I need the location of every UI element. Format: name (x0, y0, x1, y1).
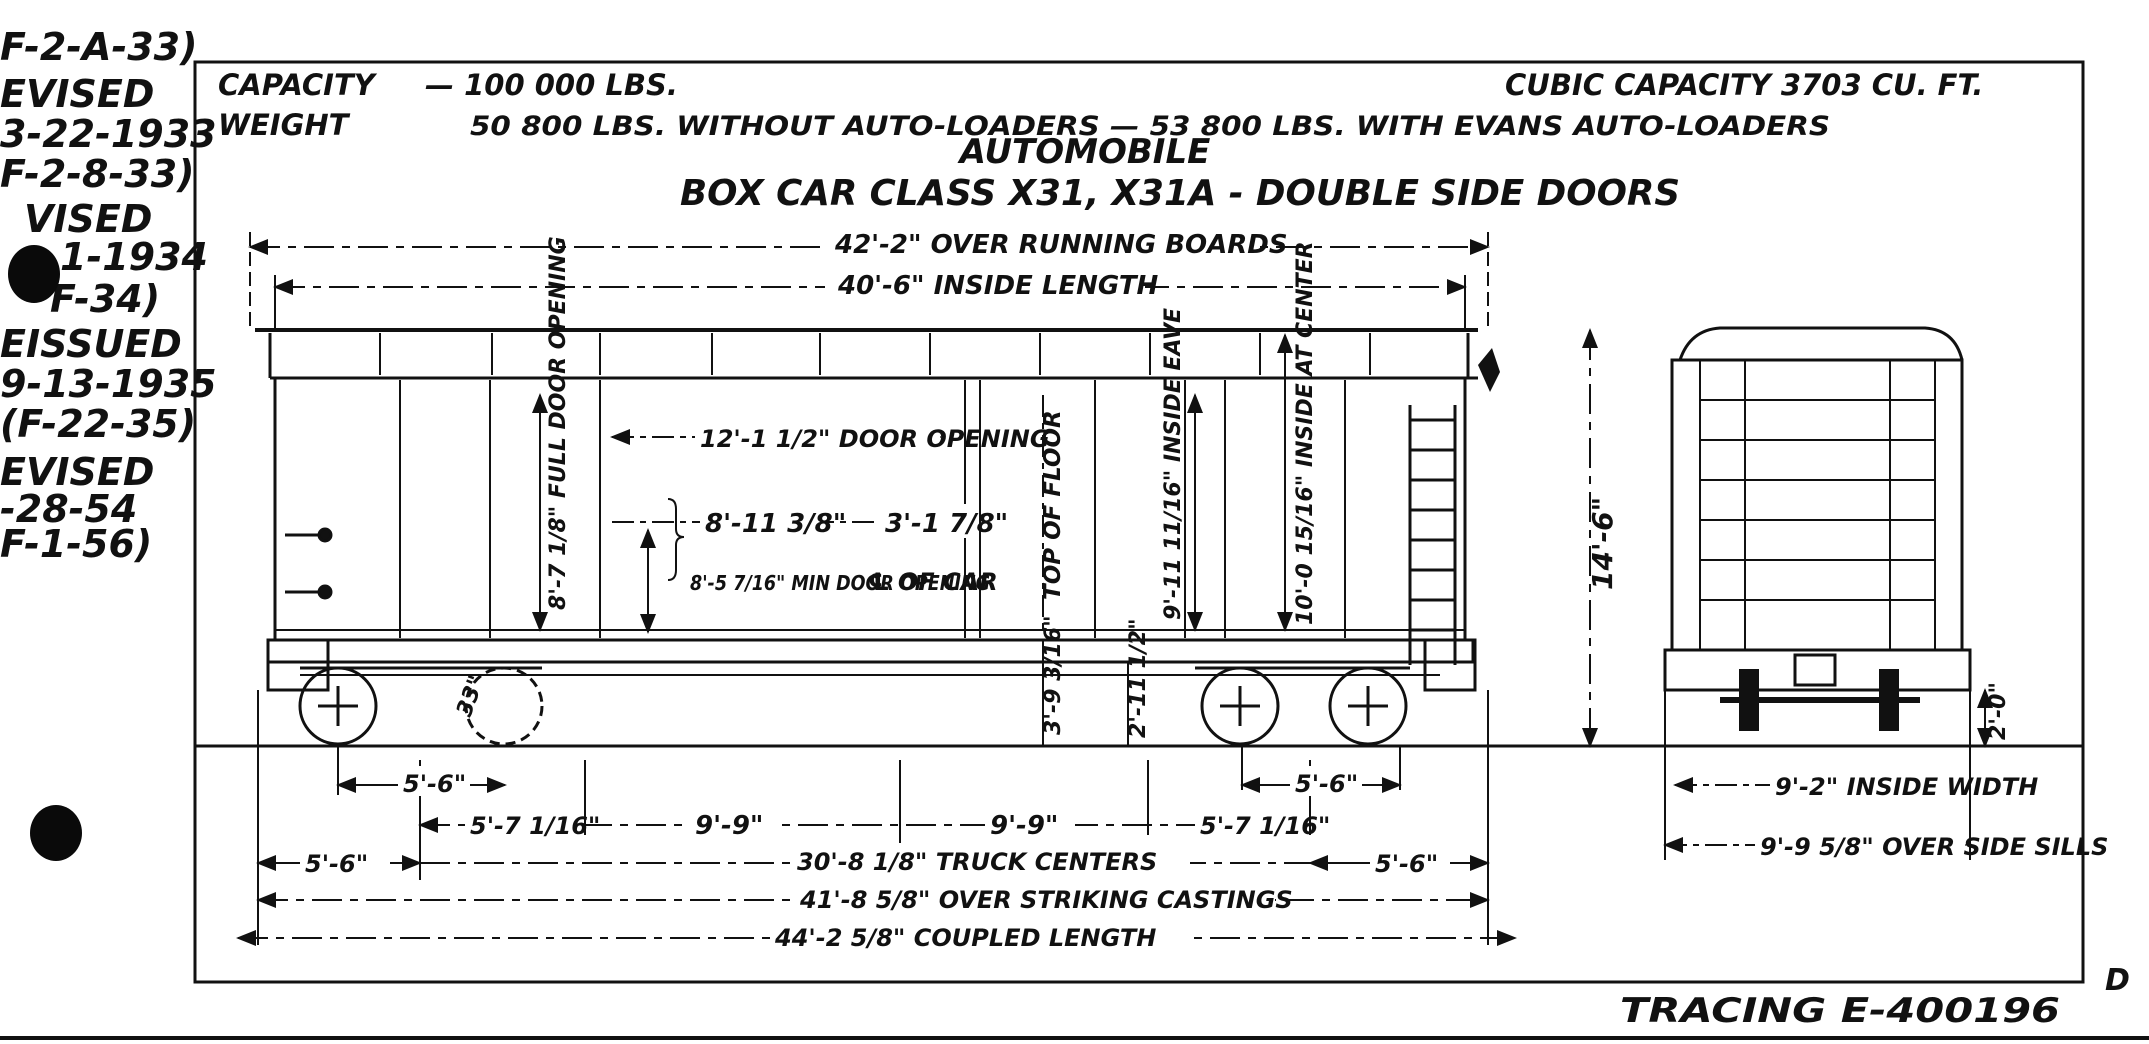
dim-bolster-center-left: 9'-9" (695, 811, 763, 841)
center-of-car: ℄ OF CAR (868, 568, 998, 596)
weight-label: WEIGHT (218, 108, 351, 142)
dim-coupled-length: 44'-2 5/8" COUPLED LENGTH (774, 924, 1156, 952)
dim-min-door-opening: 8'-5 7/16" MIN DOOR OPENING (690, 571, 990, 595)
dim-over-side-sills: 9'-9 5/8" OVER SIDE SILLS (1760, 833, 2108, 861)
dim-full-door-opening: 8'-7 1/8" FULL DOOR OPENING (546, 236, 571, 610)
end-ladder (1408, 405, 1457, 665)
title-line-1: AUTOMOBILE (957, 132, 1211, 172)
dim-bolster-center-right: 9'-9" (990, 811, 1058, 841)
dim-rail-to-floor: 3'-9 3/16" (1041, 615, 1066, 735)
revision-note-13: F-1-56) (0, 522, 153, 566)
left-truck (298, 666, 544, 746)
cubic-capacity: CUBIC CAPACITY 3703 CU. FT. (1505, 68, 1983, 102)
dim-door-opening: 12'-1 1/2" DOOR OPENING (700, 425, 1050, 453)
revision-note-8: EISSUED (0, 322, 182, 366)
dim-over-striking-castings: 41'-8 5/8" OVER STRIKING CASTINGS (799, 886, 1293, 914)
dim-over-running-boards: 42'-2" OVER RUNNING BOARDS (834, 230, 1288, 260)
label-top-of-floor: TOP OF FLOOR (1040, 410, 1066, 600)
underframe (266, 638, 1475, 664)
capacity-label: CAPACITY (218, 68, 378, 102)
dim-inside-eave: 9'-11 11/16" INSIDE EAVE (1161, 308, 1186, 620)
right-truck (1195, 666, 1410, 746)
dim-door-offset-b: 3'-1 7/8" (885, 509, 1008, 539)
corner-letters: D (2105, 963, 2130, 998)
revision-note-2: EVISED (0, 72, 155, 116)
dim-wheel-dia: 33" (452, 672, 490, 720)
dim-inside-at-center: 10'-0 15/16" INSIDE AT CENTER (1293, 241, 1318, 625)
dim-inside-length: 40'-6" INSIDE LENGTH (837, 271, 1159, 301)
revision-note-7: F-34) (50, 277, 161, 321)
ink-blot (30, 805, 82, 861)
revision-note-9: 9-13-1935 (0, 362, 217, 406)
revision-note-10: (F-22-35) (0, 402, 197, 446)
dim-truck-wheelbase-left: 5'-6" (403, 770, 466, 798)
dim-to-bolster-right: 5'-7 1/16" (1200, 812, 1330, 840)
ink-blot (8, 245, 60, 303)
revision-note-3: 3-22-1933 (0, 112, 217, 156)
dim-height-overall: 14'-6" (1586, 497, 1619, 590)
revision-note-11: EVISED (0, 450, 155, 494)
drawing-border (193, 60, 2085, 984)
revision-note-5: VISED (24, 197, 153, 241)
dim-rail-to-sill: 2'-11 1/2" (1126, 618, 1151, 738)
dim-truck-wheelbase-right: 5'-6" (1295, 770, 1358, 798)
weight-value: 50 800 LBS. WITHOUT AUTO-LOADERS — 53 80… (470, 111, 1830, 142)
capacity-value: — 100 000 LBS. (425, 68, 678, 102)
dim-door-offset-a: 8'-11 3/8" (705, 509, 846, 539)
revision-note-12: -28-54 (0, 487, 138, 531)
revision-note-4: F-2-8-33) (0, 152, 195, 196)
dim-inside-width: 9'-2" INSIDE WIDTH (1775, 773, 2038, 801)
dim-end-overhang-right: 5'-6" (1375, 850, 1438, 878)
title-line-2: BOX CAR CLASS X31, X31A - DOUBLE SIDE DO… (680, 173, 1680, 214)
dim-end-overhang-left: 5'-6" (305, 850, 368, 878)
dim-to-bolster-left: 5'-7 1/16" (470, 812, 600, 840)
revision-note-1: F-2-A-33) (0, 25, 198, 69)
dim-truck-centers: 30'-8 1/8" TRUCK CENTERS (797, 848, 1157, 876)
tracing-number: TRACING E-400196 (1620, 991, 2060, 1031)
car-body-side (273, 376, 1467, 642)
dim-end-sill-height: 2'-0" (1986, 682, 2011, 740)
revision-note-6: 1-1934 (60, 235, 208, 279)
end-view (1663, 326, 1972, 731)
